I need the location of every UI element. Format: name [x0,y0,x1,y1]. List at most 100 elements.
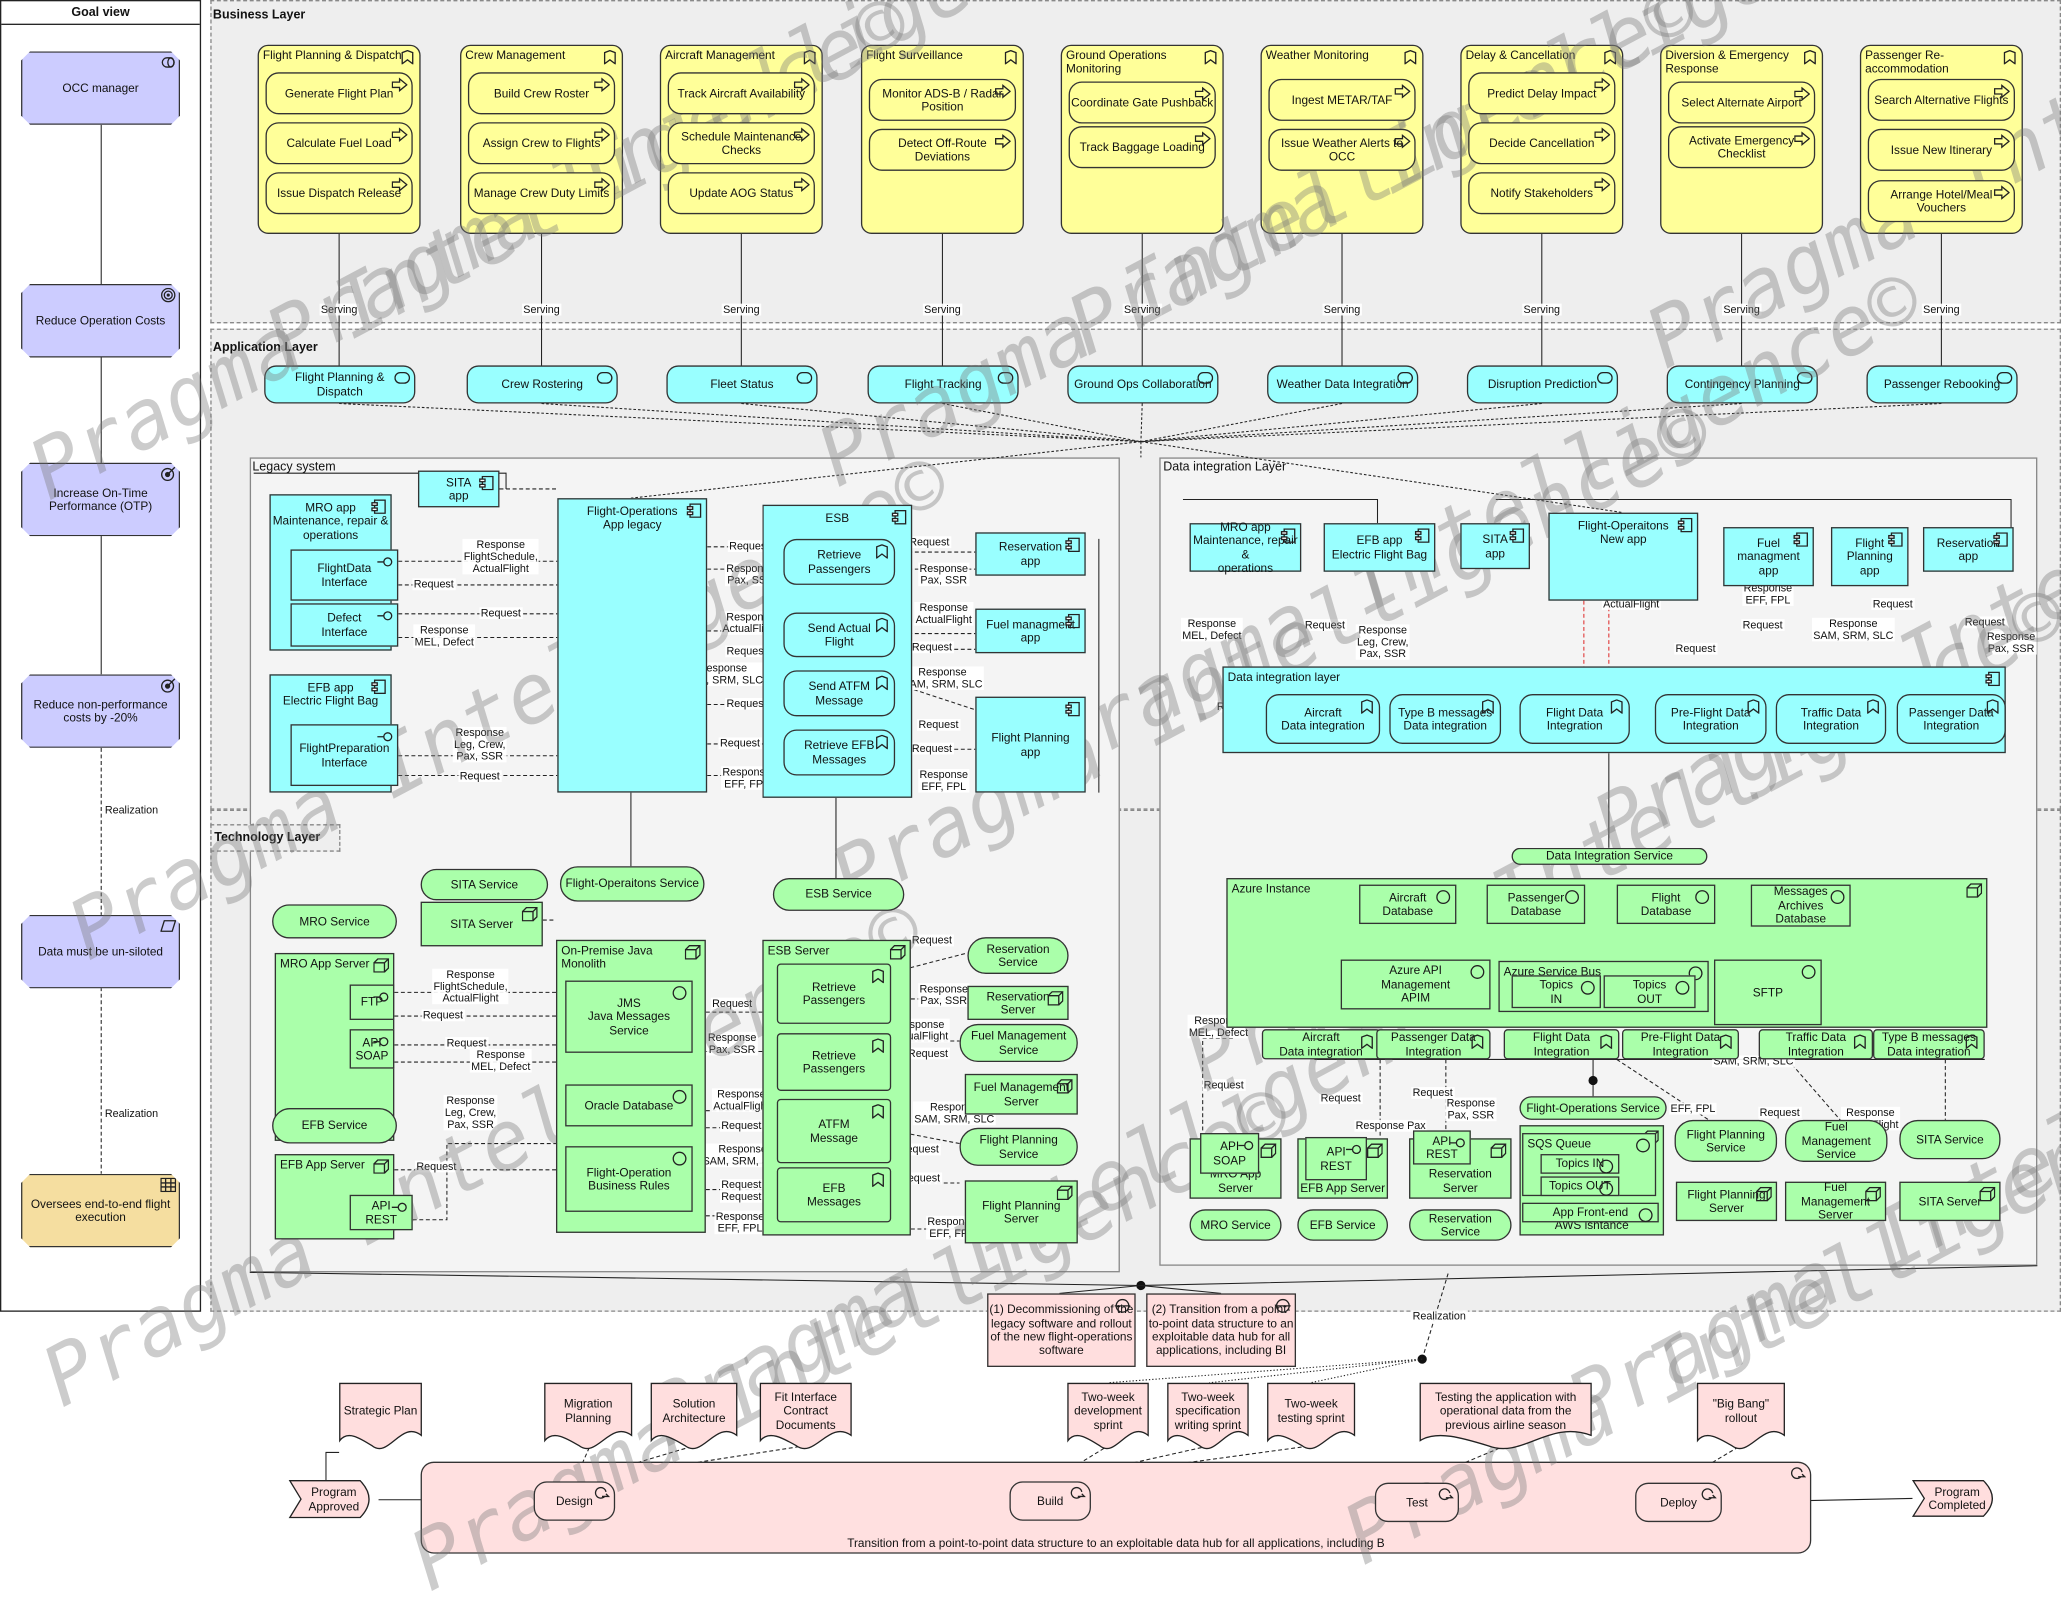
send-atfm-message-function[interactable]: Send ATFM Message [783,670,896,717]
business-process[interactable]: Assign Crew to Flights [467,122,616,165]
new-efb-app[interactable]: EFB app Electric Flight Bag [1323,523,1436,572]
work-package-design[interactable]: Design [533,1481,616,1521]
application-service-5[interactable]: Ground Ops Collaboration [1067,365,1219,404]
azure-topics-out[interactable]: Topics OUT [1603,975,1696,1009]
passenger-database[interactable]: Passenger Database [1486,884,1586,925]
new-sita-server[interactable]: SITA Server [1899,1181,2001,1222]
deliverable[interactable]: Two-week development sprint [1067,1382,1149,1453]
reservation-server[interactable]: Reservation Server [967,985,1069,1020]
retrieve-efb-messages-function[interactable]: Retrieve EFB Messages [783,729,896,776]
new-efb-service[interactable]: EFB Service [1297,1209,1389,1241]
plateau-data-hub-transition[interactable]: (2) Transition from a point- to-point da… [1146,1293,1297,1367]
azure-aircraft-data-integration[interactable]: Aircraft Data integration [1261,1029,1381,1060]
flightpreparation-interface[interactable]: FlightPreparation Interface [290,724,399,787]
mro-service[interactable]: MRO Service [272,904,397,939]
business-process[interactable]: Activate Emergency Checklist [1667,126,1816,169]
application-service-8[interactable]: Contingency Planning [1666,365,1818,404]
send-actual-flight-function[interactable]: Send Actual Flight [783,612,896,658]
deliverable[interactable]: Two-week testing sprint [1267,1382,1356,1453]
messages-archives-database[interactable]: Messages Archives Database [1750,884,1851,927]
fuel-management-app[interactable]: Fuel managment app [975,608,1086,654]
principle-data-un-siloted[interactable]: Data must be un-siloted [21,915,180,989]
business-process[interactable]: Search Alternative Flights [1867,78,2015,121]
pre-flight-data-integration[interactable]: Pre-Flight Data Integration [1654,694,1767,744]
flight-data-integration[interactable]: Flight Data Integration [1519,694,1630,744]
business-process[interactable]: Arrange Hotel/Meal Vouchers [1867,180,2015,223]
deliverable[interactable]: Testing the application with operational… [1419,1382,1592,1453]
new-reservation-app[interactable]: Reservation app [1922,527,2014,572]
azure-passenger-data-integration[interactable]: Passenger Data Integration [1376,1029,1491,1060]
goal-increase-otp[interactable]: Increase On-Time Performance (OTP) [21,463,180,537]
new-fuel-management-service[interactable]: Fuel Management Service [1784,1119,1888,1162]
aircraft-data-integration[interactable]: Aircraft Data integration [1265,694,1381,744]
business-process[interactable]: Decide Cancellation [1468,122,1616,165]
new-flight-planning-service[interactable]: Flight Planning Service [1674,1119,1778,1162]
esb-retrieve-passengers-1[interactable]: Retrieve Passengers [776,963,892,1024]
deliverable[interactable]: Migration Planning [544,1382,633,1453]
sqs-topics-in[interactable]: Topics IN [1540,1154,1620,1174]
deliverable[interactable]: Two-week specification writing sprint [1167,1382,1249,1453]
azure-flight-data-integration[interactable]: Flight Data Integration [1503,1029,1620,1060]
azure-topics-in[interactable]: Topics IN [1511,975,1601,1009]
esb-efb-messages[interactable]: EFB Messages [776,1167,892,1223]
work-package-build[interactable]: Build [1009,1481,1091,1521]
application-service-3[interactable]: Fleet Status [666,365,818,404]
application-service-7[interactable]: Disruption Prediction [1466,365,1619,404]
ftp-interface[interactable]: FTP [349,984,395,1020]
business-process[interactable]: Notify Stakeholders [1468,172,1616,215]
new-reservation-service[interactable]: Reservation Service [1409,1209,1512,1241]
business-process[interactable]: Track Baggage Loading [1068,126,1216,169]
business-process[interactable]: Ingest METAR/TAF [1268,78,1416,121]
flight-operations-service[interactable]: Flight-Operaitons Service [559,866,705,902]
business-process[interactable]: Update AOG Status [667,172,815,215]
efb-service[interactable]: EFB Service [272,1108,397,1144]
business-process[interactable]: Issue New Itinerary [1867,128,2015,171]
business-process[interactable]: Calculate Fuel Load [265,122,413,165]
application-service-4[interactable]: Flight Tracking [867,365,1019,404]
deliverable[interactable]: Strategic Plan [339,1382,422,1453]
work-package-transition[interactable]: Transition from a point-to-point data st… [420,1461,1812,1554]
application-service-9[interactable]: Passenger Rebooking [1866,365,2018,404]
data-integration-service[interactable]: Data Integration Service [1511,847,1708,865]
deliverable[interactable]: Fit Interface Contract Documents [759,1382,852,1453]
new-fuel-management-server[interactable]: Fuel Management Server [1784,1181,1887,1221]
plateau-decommissioning[interactable]: (1) Decommissioning of the legacy softwa… [987,1293,1136,1367]
application-service-6[interactable]: Weather Data Integration [1267,365,1419,404]
fuel-management-service[interactable]: Fuel Management Service [959,1023,1078,1063]
new-reservation-api-rest[interactable]: API REST [1412,1130,1471,1165]
sita-service[interactable]: SITA Service [420,868,549,901]
event-program-completed[interactable]: Program Completed [1911,1480,2001,1517]
azure-type-b-data-integration[interactable]: Type B messages Data integration [1873,1029,1985,1060]
flight-operation-business-rules[interactable]: Flight-Operation Business Rules [565,1146,693,1212]
new-flight-operations-service[interactable]: Flight-Operations Service [1519,1096,1667,1120]
business-process[interactable]: Generate Flight Plan [265,72,413,115]
flight-planning-app[interactable]: Flight Planning app [975,696,1086,793]
business-process[interactable]: Detect Off-Route Deviations [868,128,1017,171]
flight-database[interactable]: Flight Database [1616,884,1716,925]
new-flight-planning-server[interactable]: Flight Planning Server [1675,1181,1778,1222]
work-package-deploy[interactable]: Deploy [1635,1482,1722,1523]
work-package-test[interactable]: Test [1374,1482,1459,1523]
aircraft-database[interactable]: Aircraft Database [1359,884,1457,925]
application-service-1[interactable]: Flight Planning & Dispatch [264,365,416,404]
application-service-2[interactable]: Crew Rostering [466,365,618,404]
flight-operations-new-app[interactable]: Flight-Operaitons New app [1548,512,1699,601]
business-process[interactable]: Build Crew Roster [467,72,616,115]
flightdata-interface[interactable]: FlightData Interface [290,549,399,601]
business-process[interactable]: Schedule Maintenance Checks [667,122,815,165]
sqs-topics-out[interactable]: Topics OUT [1540,1176,1620,1197]
goal-reduce-operation-costs[interactable]: Reduce Operation Costs [21,284,180,358]
business-process[interactable]: Issue Dispatch Release [265,172,413,215]
business-process[interactable]: Predict Delay Impact [1468,72,1616,115]
azure-pre-flight-data-integration[interactable]: Pre-Flight Data Integration [1621,1029,1739,1060]
deliverable[interactable]: Solution Architecture [650,1382,738,1453]
business-process[interactable]: Monitor ADS-B / Radar Position [868,78,1017,121]
jms-service[interactable]: JMS Java Messages Service [565,980,693,1053]
business-process[interactable]: Manage Crew Duty Limits [467,172,616,215]
flight-operations-app-legacy[interactable]: Flight-Operations App legacy [557,498,708,793]
new-sita-app[interactable]: SITA app [1460,523,1530,570]
deliverable[interactable]: "Big Bang" rollout [1696,1382,1785,1453]
traffic-data-integration[interactable]: Traffic Data Integration [1775,694,1887,744]
new-fuel-management-app[interactable]: Fuel managment app [1723,527,1814,587]
retrieve-passengers-function[interactable]: Retrieve Passengers [783,538,896,585]
